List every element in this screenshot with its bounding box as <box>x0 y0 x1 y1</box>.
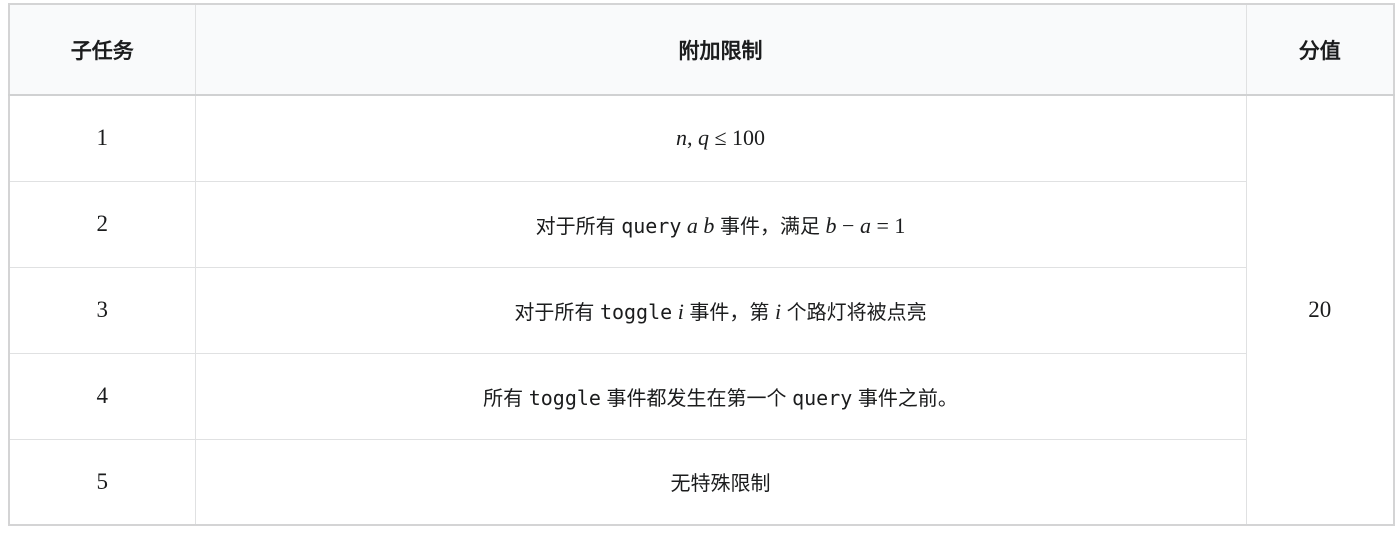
constraint-segment: query <box>792 385 853 410</box>
constraint-cell: 所有 toggle 事件都发生在第一个 query 事件之前。 <box>194 352 1247 440</box>
header-row: 子任务 附加限制 分值 <box>8 3 1395 96</box>
constraint-segment: 事件之前。 <box>852 387 958 410</box>
constraint-segment: a <box>859 212 871 238</box>
constraint-segment: i <box>677 298 684 324</box>
constraint-segment: 个路灯将被点亮 <box>781 301 927 324</box>
constraint-segment: = 1 <box>870 212 906 238</box>
header-cell-score: 分值 <box>1245 3 1395 96</box>
constraint-cell: 对于所有 query a b 事件，满足 b − a = 1 <box>194 180 1247 268</box>
constraint-segment: n <box>675 125 687 151</box>
constraint-segment: 事件，满足 <box>714 215 826 238</box>
constraint-segment: , <box>686 125 698 151</box>
constraint-segment: 所有 <box>483 387 529 410</box>
constraint-cell: n, q ≤ 100 <box>194 94 1247 182</box>
subtask-number: 4 <box>8 352 196 440</box>
constraint-segment: b <box>703 212 715 238</box>
constraint-segment: 对于所有 <box>514 301 600 324</box>
constraint-segment: query <box>621 213 682 238</box>
subtask-number: 2 <box>8 180 196 268</box>
constraint-segment: a <box>686 212 698 238</box>
constraint-segment: toggle <box>528 385 601 410</box>
constraint-segment: 无特殊限制 <box>670 473 771 496</box>
constraint-segment: q <box>697 125 709 151</box>
constraint-segment: ≤ 100 <box>708 125 766 151</box>
constraint-segment: 事件，第 <box>683 301 775 324</box>
constraint-segment: 事件都发生在第一个 <box>600 387 793 410</box>
header-cell-subtask: 子任务 <box>8 3 196 96</box>
constraint-segment: b <box>825 212 837 238</box>
constraint-cell: 无特殊限制 <box>194 438 1247 526</box>
constraint-segment: − <box>836 212 860 238</box>
constraint-segment: i <box>774 298 782 324</box>
constraint-segment: 对于所有 <box>535 215 622 238</box>
subtask-number: 1 <box>8 94 196 182</box>
constraint-segment: toggle <box>599 299 673 324</box>
subtask-number: 5 <box>8 438 196 526</box>
table-row: 5 无特殊限制 <box>8 438 1394 526</box>
table-header: 子任务 附加限制 分值 <box>8 3 1395 96</box>
score-cell: 20 <box>1245 94 1395 526</box>
subtask-number: 3 <box>8 266 196 354</box>
constraint-cell: 对于所有 toggle i 事件，第 i 个路灯将被点亮 <box>194 266 1247 354</box>
header-cell-constraint: 附加限制 <box>194 3 1247 96</box>
